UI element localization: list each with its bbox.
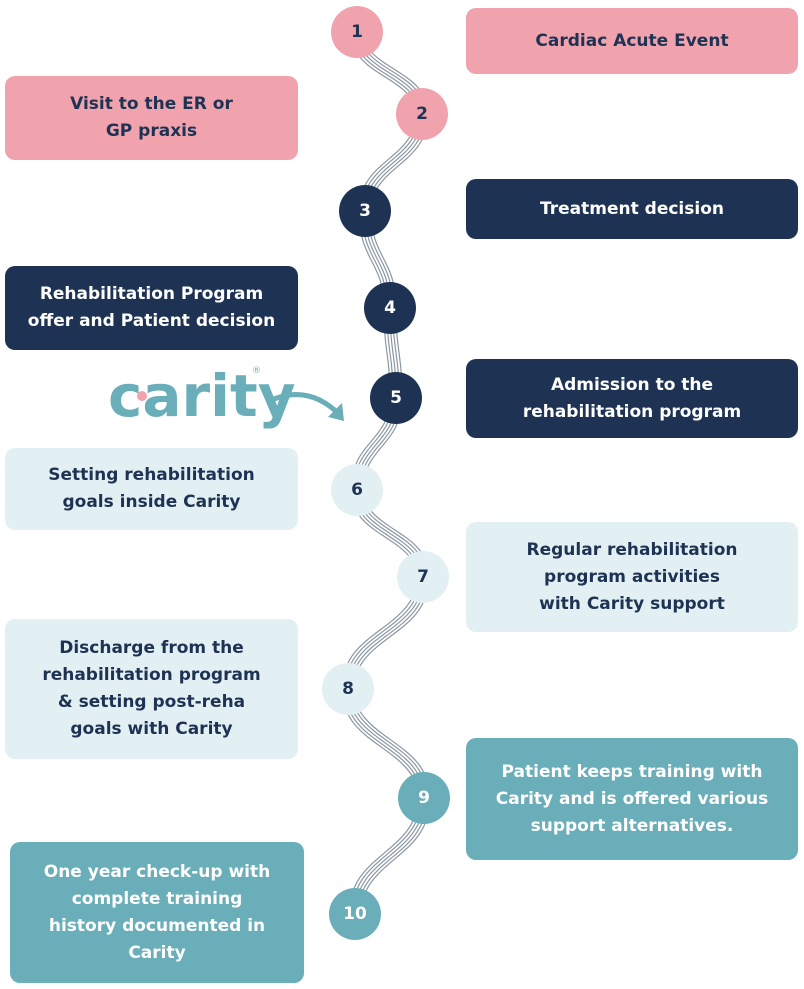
- step-7-box: Regular rehabilitation program activitie…: [466, 522, 798, 632]
- step-3-marker: 3: [339, 185, 391, 237]
- step-1-marker: 1: [331, 6, 383, 58]
- step-4-marker: 4: [364, 282, 416, 334]
- step-9-marker: 9: [398, 772, 450, 824]
- step-3-box: Treatment decision: [466, 179, 798, 239]
- arrow-icon: [271, 392, 344, 421]
- logo-registered-mark: ®: [252, 366, 261, 376]
- step-8-box: Discharge from the rehabilitation progra…: [5, 619, 298, 759]
- step-9-box: Patient keeps training with Carity and i…: [466, 738, 798, 860]
- step-10-box: One year check-up with complete training…: [10, 842, 304, 983]
- logo-dot-icon: [137, 391, 147, 401]
- step-2-box: Visit to the ER or GP praxis: [5, 76, 298, 160]
- step-4-box: Rehabilitation Program offer and Patient…: [5, 266, 298, 350]
- step-6-box: Setting rehabilitation goals inside Cari…: [5, 448, 298, 530]
- step-5-marker: 5: [370, 372, 422, 424]
- step-2-marker: 2: [396, 88, 448, 140]
- step-6-marker: 6: [331, 464, 383, 516]
- step-8-marker: 8: [322, 663, 374, 715]
- step-7-marker: 7: [397, 551, 449, 603]
- step-10-marker: 10: [329, 888, 381, 940]
- step-1-box: Cardiac Acute Event: [466, 8, 798, 74]
- step-5-box: Admission to the rehabilitation program: [466, 359, 798, 438]
